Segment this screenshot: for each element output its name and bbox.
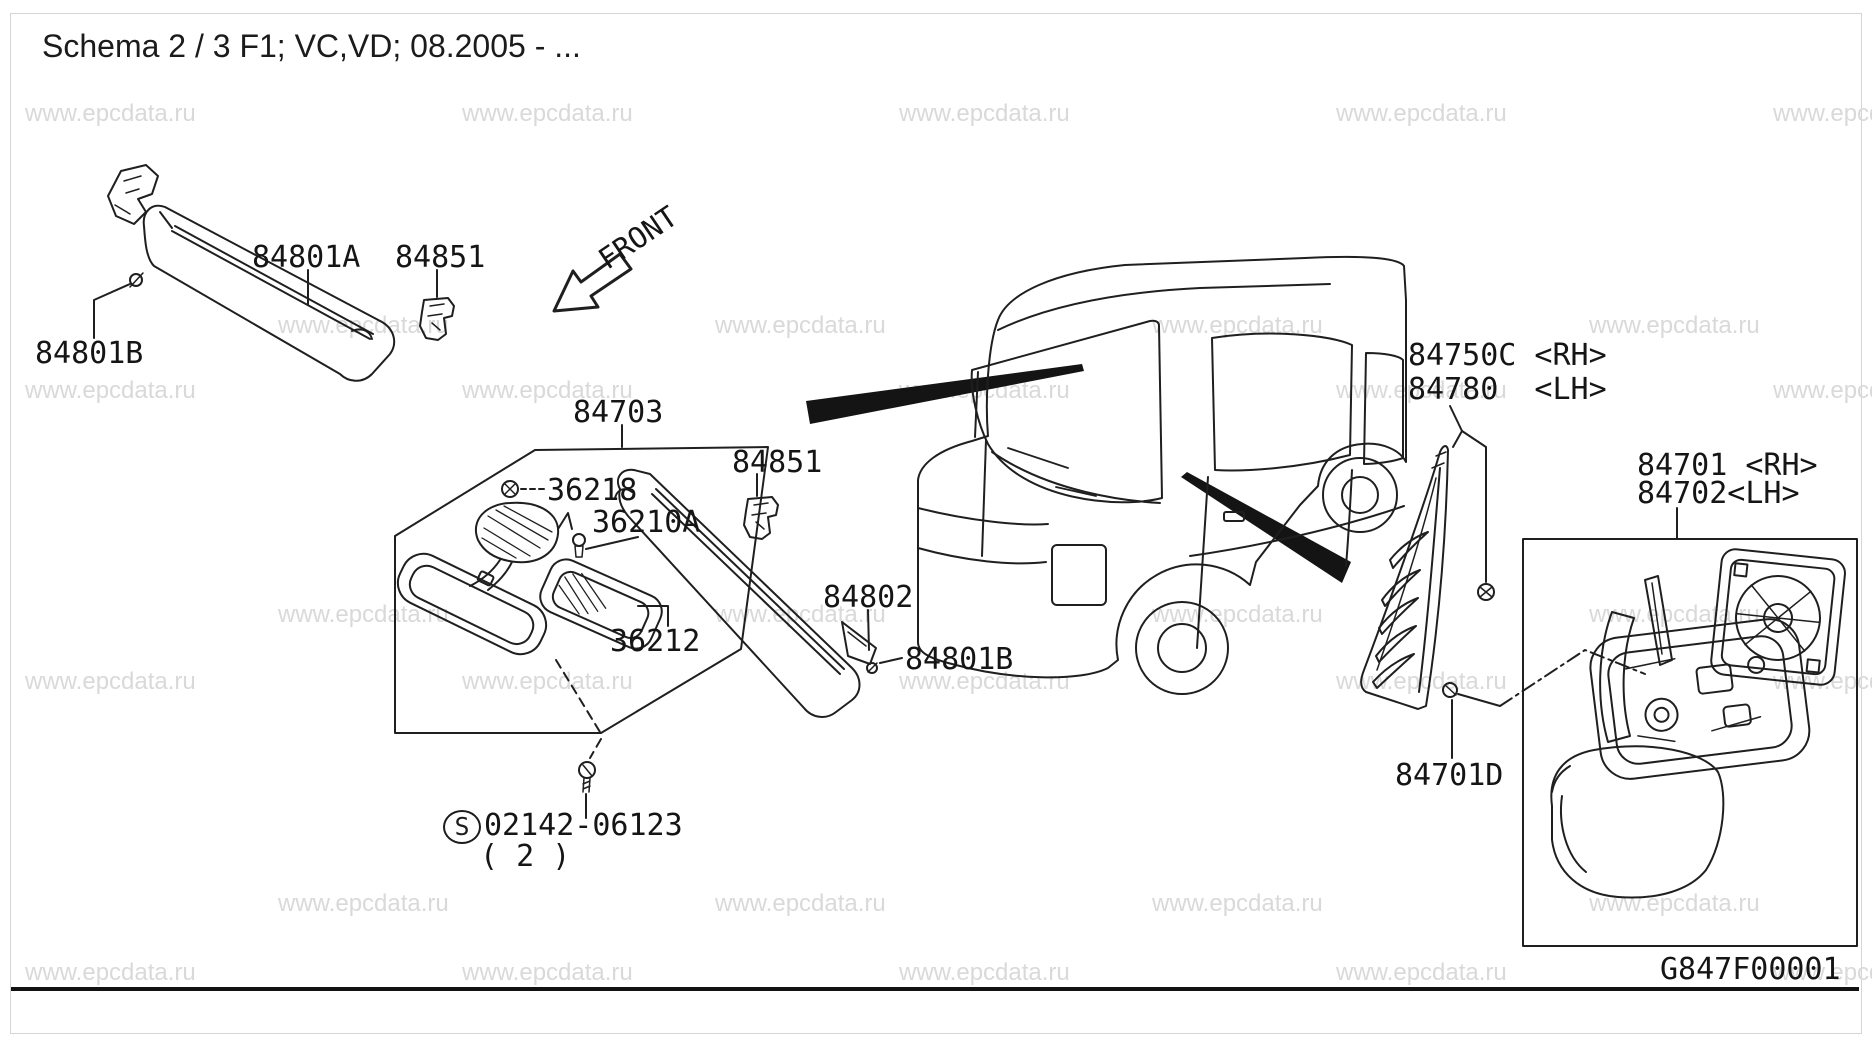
- watermark-text: www.epcdata.ru: [899, 668, 1070, 695]
- part-label-02142-06123: 02142-06123: [484, 808, 683, 843]
- van-drawing: [917, 255, 1407, 695]
- watermark-text: www.epcdata.ru: [1152, 890, 1323, 917]
- diagram-bottom-rule: [11, 987, 1859, 991]
- part-label-84802: 84802: [823, 580, 914, 615]
- watermark-text: www.epcdata.ru: [462, 377, 633, 404]
- watermark-text: www.epcdata.ru: [462, 100, 633, 127]
- watermark-text: www.epcdata.ru: [715, 312, 886, 339]
- watermark-text: www.epcdata.ru: [278, 601, 449, 628]
- watermark-text: www.epcdata.ru: [1336, 100, 1507, 127]
- part-label-36210A: 36210A: [592, 505, 701, 540]
- watermark-text: www.epcdata.ru: [25, 959, 196, 986]
- screw-spec-drawing: [578, 761, 596, 819]
- standard-part-symbol: S: [443, 810, 481, 844]
- part-label-36212: 36212: [610, 624, 701, 659]
- watermark-text: www.epcdata.ru: [1773, 100, 1872, 127]
- front-arrow-icon: [552, 252, 633, 313]
- part-label-84801B-2: 84801B: [905, 642, 1014, 677]
- watermark-text: www.epcdata.ru: [25, 377, 196, 404]
- diagram-panel: [10, 13, 1862, 1034]
- watermark-text: www.epcdata.ru: [462, 668, 633, 695]
- watermark-text: www.epcdata.ru: [899, 100, 1070, 127]
- part-label-84702-LH: 84702<LH>: [1637, 476, 1800, 511]
- part-label-84701D: 84701D: [1395, 758, 1504, 793]
- watermark-text: www.epcdata.ru: [462, 959, 633, 986]
- clip-1-drawing: [419, 269, 455, 341]
- part-label-84801B-1: 84801B: [35, 336, 144, 371]
- door-mirror-box-drawing: [1522, 507, 1858, 947]
- watermark-text: www.epcdata.ru: [1336, 959, 1507, 986]
- sun-visor-passenger-drawing: [614, 468, 903, 718]
- watermark-text: www.epcdata.ru: [1773, 377, 1872, 404]
- watermark-text: www.epcdata.ru: [715, 890, 886, 917]
- watermark-text: www.epcdata.ru: [278, 890, 449, 917]
- page-title: Schema 2 / 3 F1; VC,VD; 08.2005 - ...: [42, 28, 581, 64]
- part-quantity: ( 2 ): [480, 839, 571, 874]
- watermark-text: www.epcdata.ru: [1773, 959, 1872, 986]
- interior-mirror-box-drawing: [394, 424, 769, 759]
- part-label-84703: 84703: [573, 395, 664, 430]
- diagram-code: G847F00001: [1660, 952, 1841, 987]
- watermark-text: www.epcdata.ru: [25, 100, 196, 127]
- pointer-wedges: [806, 364, 1351, 583]
- watermark-text: www.epcdata.ru: [899, 959, 1070, 986]
- part-label-84780-LH: 84780 <LH>: [1408, 372, 1607, 407]
- watermark-text: www.epcdata.ru: [1589, 890, 1760, 917]
- sun-visor-driver-drawing: [93, 164, 396, 382]
- part-label-84750C-RH: 84750C <RH>: [1408, 338, 1607, 373]
- part-label-36218: 36218: [547, 473, 638, 508]
- corner-cover-drawing: [1360, 405, 1646, 759]
- clip-2-drawing: [743, 473, 779, 540]
- part-label-84801A: 84801A: [252, 240, 361, 275]
- part-label-84851-1: 84851: [395, 240, 486, 275]
- part-label-84701-RH: 84701 <RH>: [1637, 448, 1818, 483]
- watermark-text: www.epcdata.ru: [1589, 312, 1760, 339]
- part-label-84851-2: 84851: [732, 445, 823, 480]
- watermark-text: www.epcdata.ru: [25, 668, 196, 695]
